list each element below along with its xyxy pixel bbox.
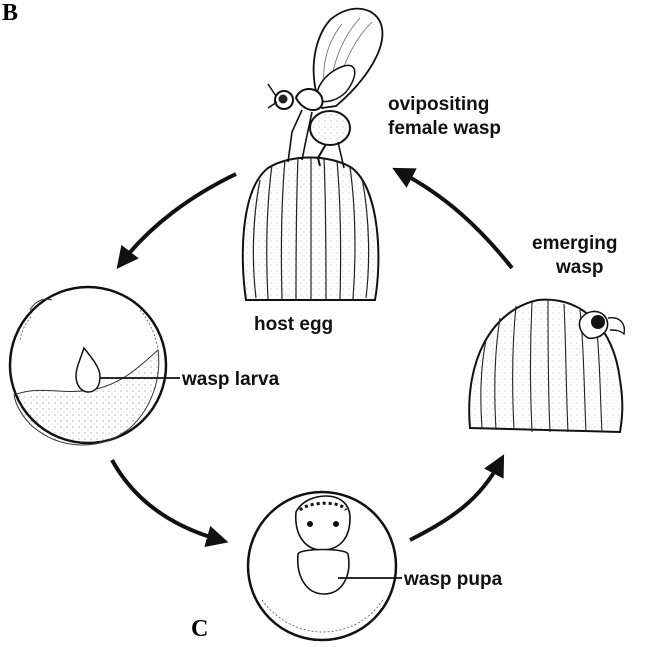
larva-egg-cross-section [10, 287, 180, 445]
arrow-pupa-to-emerging [410, 462, 500, 540]
arrow-emerging-to-oviposit [400, 172, 512, 268]
label-wasp-pupa: wasp pupa [403, 569, 503, 590]
arrow-egg-to-larva [122, 174, 236, 262]
emerging-egg-illustration [469, 300, 624, 432]
host-egg-illustration [243, 157, 379, 300]
label-ovipositing-line1: ovipositing [388, 94, 489, 115]
label-wasp-larva: wasp larva [181, 369, 280, 390]
pupa-egg-cross-section [248, 492, 402, 640]
panel-letter-c: C [191, 616, 208, 642]
label-emerging-line1: emerging [532, 233, 618, 254]
label-ovipositing-line2: female wasp [388, 118, 501, 139]
label-emerging-line2: wasp [555, 257, 604, 278]
arrow-larva-to-pupa [112, 460, 220, 540]
ovipositing-wasp-illustration [268, 9, 382, 168]
label-host-egg: host egg [254, 314, 333, 335]
panel-letter-b: B [2, 0, 18, 26]
